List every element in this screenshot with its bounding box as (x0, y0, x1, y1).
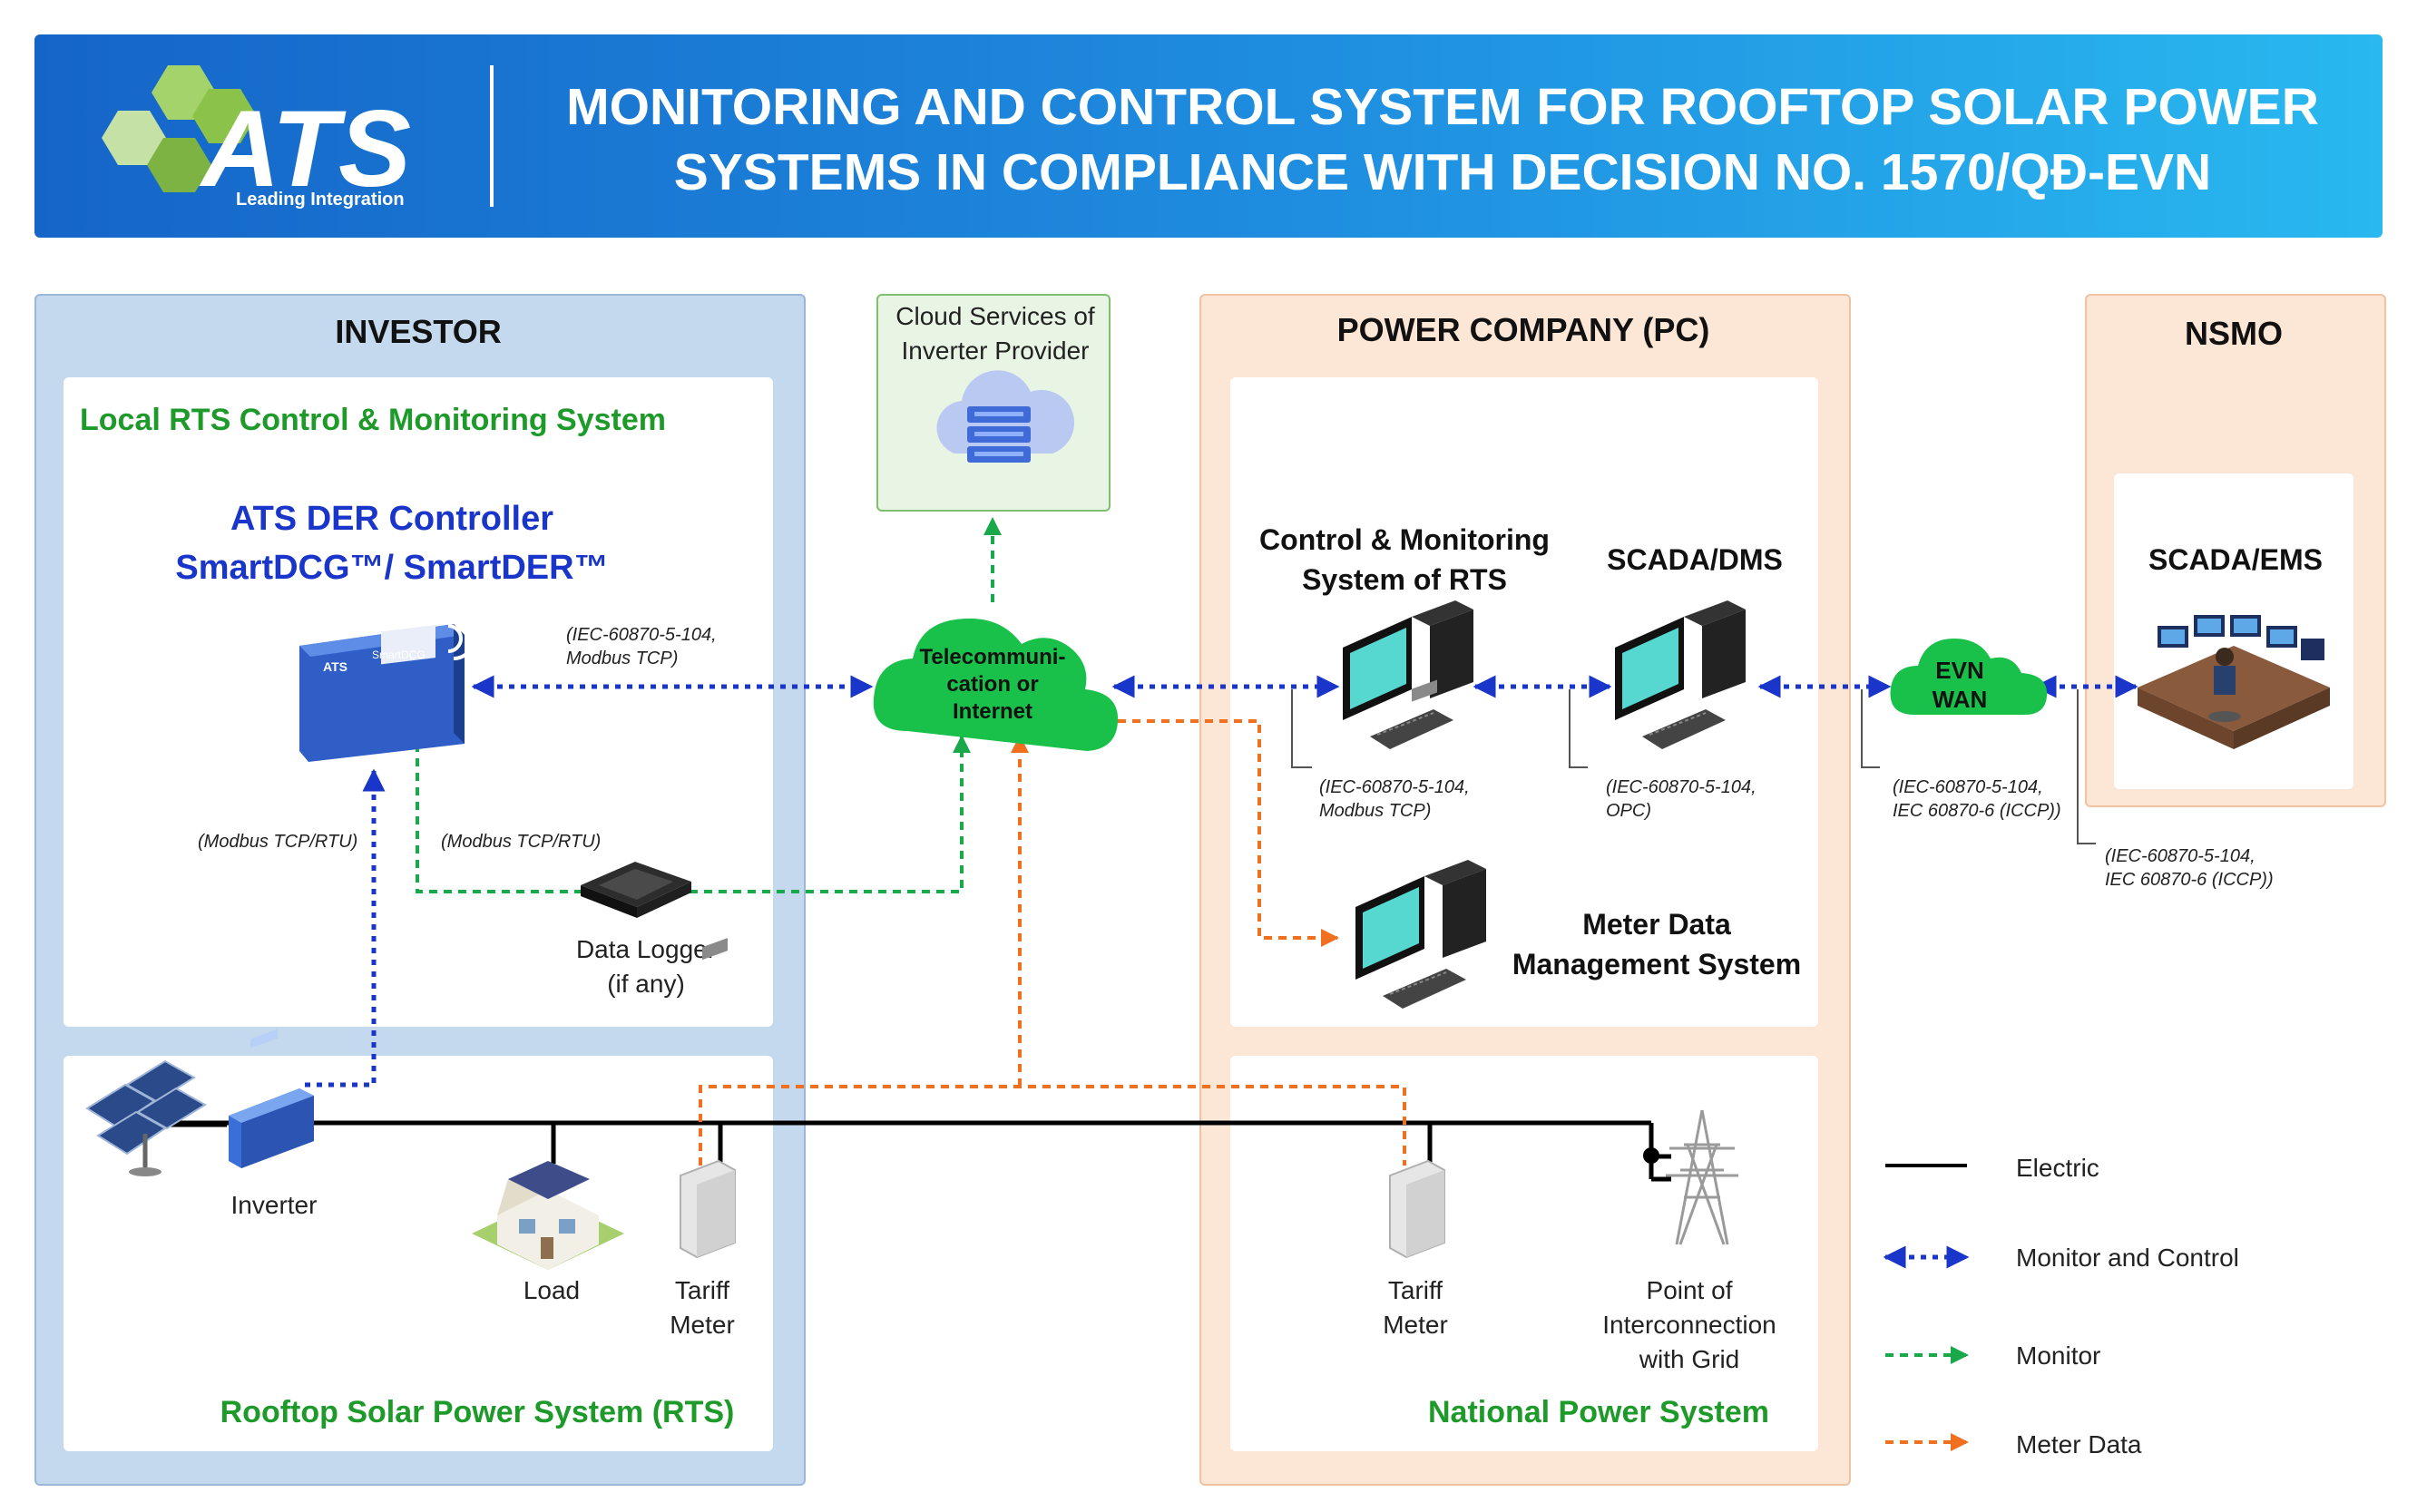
scada-dms-computer-icon (1615, 600, 1746, 749)
legend-meter-data-label: Meter Data (2016, 1430, 2142, 1458)
mdms-line2: Management System (1512, 948, 1801, 980)
logo-hexagons-icon (102, 65, 257, 192)
transmission-tower-icon (1666, 1109, 1738, 1245)
inverter-icon (229, 1029, 314, 1168)
page-title-line2: SYSTEMS IN COMPLIANCE WITH DECISION NO. … (673, 143, 2212, 201)
protocol-nsmo-2: IEC 60870-6 (ICCP)) (2105, 870, 2274, 890)
protocol-ctrl-telecom-2: Modbus TCP) (566, 649, 678, 668)
data-logger-line2: (if any) (607, 970, 685, 998)
protocol-wan-2: IEC 60870-6 (ICCP)) (1893, 801, 2061, 821)
inverter-label: Inverter (231, 1191, 318, 1219)
logo-tagline: Leading Integration (236, 190, 405, 210)
telecom-line1: Telecommuni- (920, 645, 1066, 669)
protocol-cms-1: (IEC-60870-5-104, (1319, 777, 1470, 797)
data-logger-line1: Data Logger (576, 935, 716, 963)
protocol-dms-2: OPC) (1606, 801, 1651, 821)
page-title: MONITORING AND CONTROL SYSTEM FOR ROOFTO… (508, 74, 2377, 205)
mdms-line1: Meter Data (1582, 908, 1731, 941)
poi-line3: with Grid (1639, 1345, 1739, 1373)
protocol-wan-1: (IEC-60870-5-104, (1893, 777, 2043, 797)
tariff-meter-line1: Tariff (675, 1276, 729, 1304)
protocol-leaders (1291, 689, 2096, 844)
legend-electric-label: Electric (2016, 1154, 2099, 1182)
protocol-dms-1: (IEC-60870-5-104, (1606, 777, 1756, 797)
telecom-cloud-icon (873, 618, 1119, 751)
controller-title-line1: ATS DER Controller (230, 500, 553, 538)
tariff-meter-icon (680, 938, 736, 1259)
protocol-inverter-ctrl: (Modbus TCP/RTU) (198, 832, 357, 852)
national-title: National Power System (1428, 1395, 1769, 1429)
control-room-icon (2138, 615, 2330, 749)
legend-monitor-label: Monitor (2016, 1341, 2100, 1370)
load-house-icon (472, 1161, 624, 1270)
poi-line1: Point of (1647, 1276, 1733, 1304)
national-tariff-meter-line1: Tariff (1388, 1276, 1443, 1304)
pc-monitoring-box (1230, 377, 1818, 1027)
scada-ems-label: SCADA/EMS (2148, 543, 2323, 576)
controller-device-brand: ATS (323, 659, 347, 674)
protocol-ctrl-telecom-1: (IEC-60870-5-104, (566, 625, 717, 645)
ats-controller-device-icon (299, 617, 475, 762)
legend: Electric Monitor and Control Monitor Met… (1883, 1154, 2239, 1458)
rts-title: Rooftop Solar Power System (RTS) (220, 1395, 735, 1429)
cloud-services-line1: Cloud Services of (895, 302, 1095, 330)
power-company-title: POWER COMPANY (PC) (1337, 311, 1710, 348)
legend-monitor-control-label: Monitor and Control (2016, 1244, 2239, 1272)
protocol-logger-ctrl: (Modbus TCP/RTU) (441, 832, 601, 852)
protocol-cms-2: Modbus TCP) (1319, 801, 1431, 821)
data-logger-icon (581, 862, 691, 918)
protocol-nsmo-1: (IEC-60870-5-104, (2105, 846, 2256, 866)
controller-device-label: SmartDCG (372, 649, 426, 661)
logo-text: ATS (199, 88, 411, 210)
telecom-line3: Internet (953, 699, 1032, 724)
cms-line1: Control & Monitoring (1259, 523, 1550, 556)
evn-wan-line1: EVN (1935, 657, 1983, 684)
cloud-services-line2: Inverter Provider (902, 337, 1090, 365)
controller-title-line2: SmartDCG™/ SmartDER™ (175, 549, 608, 587)
evn-wan-line2: WAN (1933, 686, 1988, 713)
nsmo-title: NSMO (2185, 315, 2283, 352)
poi-line2: Interconnection (1602, 1311, 1776, 1339)
local-system-title: Local RTS Control & Monitoring System (80, 403, 666, 437)
load-label: Load (524, 1276, 580, 1304)
national-tariff-meter-icon (1389, 679, 1445, 1259)
scada-dms-label: SCADA/DMS (1607, 543, 1783, 576)
national-tariff-meter-line2: Meter (1383, 1311, 1448, 1339)
meter-data-links (699, 719, 1406, 1166)
telecom-line2: cation or (946, 672, 1038, 697)
cloud-server-icon (936, 370, 1075, 463)
ats-logo: ATS Leading Integration (102, 65, 411, 210)
cms-computer-icon (1343, 600, 1473, 749)
header-divider (490, 65, 494, 207)
evn-wan-cloud-icon (1890, 639, 2048, 715)
monitor-control-links (305, 675, 2138, 1088)
poi-junction (1643, 1147, 1659, 1164)
tariff-meter-line2: Meter (670, 1311, 735, 1339)
cms-line2: System of RTS (1302, 563, 1507, 596)
header-banner (34, 34, 2383, 238)
mdms-computer-icon (1355, 860, 1486, 1009)
page-title-line1: MONITORING AND CONTROL SYSTEM FOR ROOFTO… (566, 78, 2319, 136)
monitor-links (416, 517, 1002, 893)
investor-title: INVESTOR (335, 313, 501, 350)
solar-panel-icon (85, 1059, 207, 1176)
